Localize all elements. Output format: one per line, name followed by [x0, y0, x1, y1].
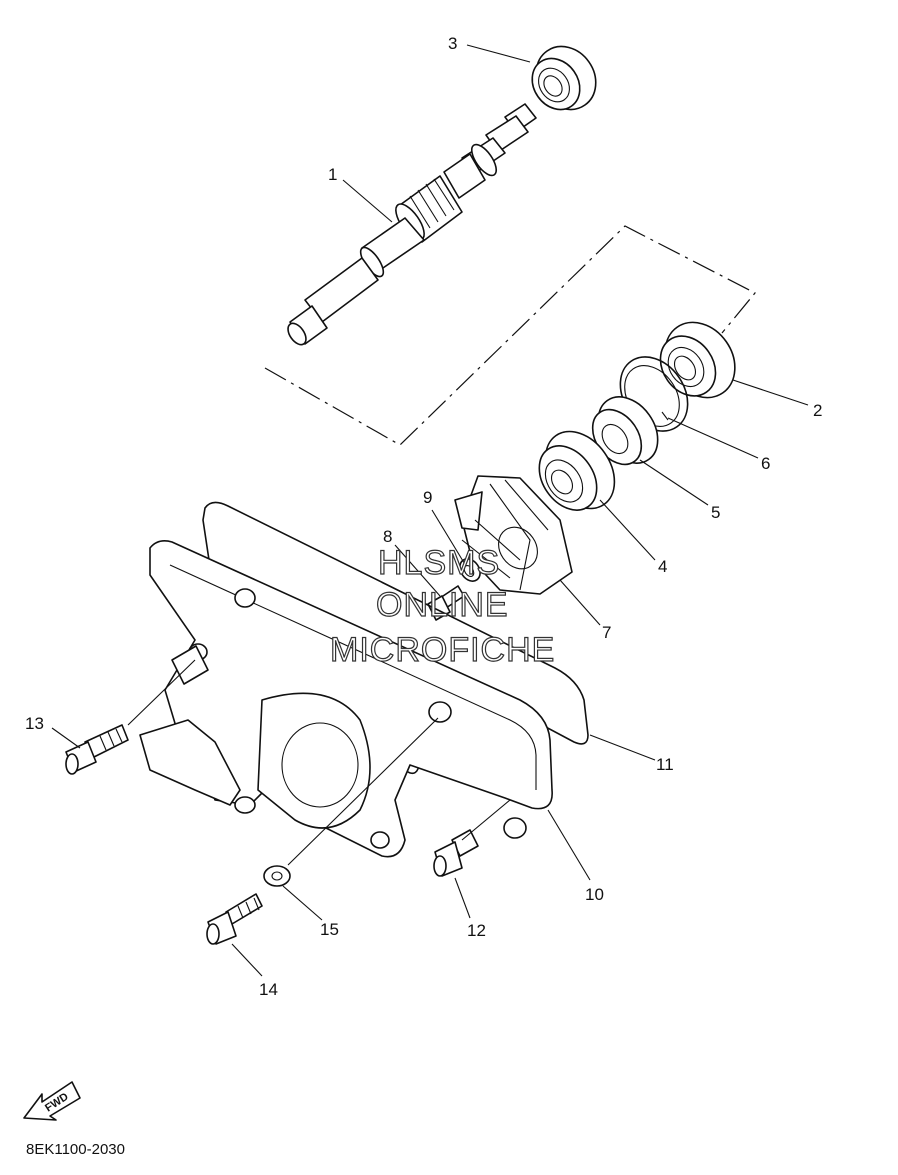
oil-seal-part-5[interactable]: [583, 386, 670, 475]
bolt-part-13[interactable]: [65, 724, 129, 775]
mechanical-seal-part-4[interactable]: [527, 418, 628, 521]
callout-14: 14: [259, 980, 278, 999]
leader-lines: [51, 44, 809, 977]
impeller-shaft-part-1[interactable]: [284, 103, 537, 348]
bolt-part-14[interactable]: [206, 893, 263, 945]
bearing-part-3[interactable]: [522, 35, 607, 121]
watermark-line-1: HLSMS: [378, 544, 500, 582]
diagram-code: 8EK1100-2030: [26, 1141, 125, 1158]
bolt-part-12[interactable]: [433, 829, 479, 877]
callout-13: 13: [25, 714, 44, 733]
callout-4: 4: [658, 557, 667, 576]
assembly-boundary: [264, 225, 756, 446]
watermark-line-2: ONLINE: [376, 586, 509, 624]
pump-housing-part-10[interactable]: [139, 540, 553, 858]
callout-9: 9: [423, 488, 432, 507]
watermark-line-3: MICROFICHE: [330, 631, 555, 669]
washer-part-15[interactable]: [263, 865, 291, 887]
callout-15: 15: [320, 920, 339, 939]
bearing-part-2[interactable]: [649, 309, 749, 411]
fwd-arrow-icon: FWD: [23, 1081, 81, 1121]
callout-11: 11: [656, 755, 674, 774]
callout-10: 10: [585, 885, 604, 904]
callout-5: 5: [711, 503, 720, 522]
callout-8: 8: [383, 527, 392, 546]
callout-3: 3: [448, 34, 457, 53]
callout-6: 6: [761, 454, 770, 473]
impeller-part-7[interactable]: [454, 475, 573, 595]
callout-2: 2: [813, 401, 822, 420]
callout-1: 1: [328, 165, 337, 184]
callout-7: 7: [602, 623, 611, 642]
callout-12: 12: [467, 921, 486, 940]
